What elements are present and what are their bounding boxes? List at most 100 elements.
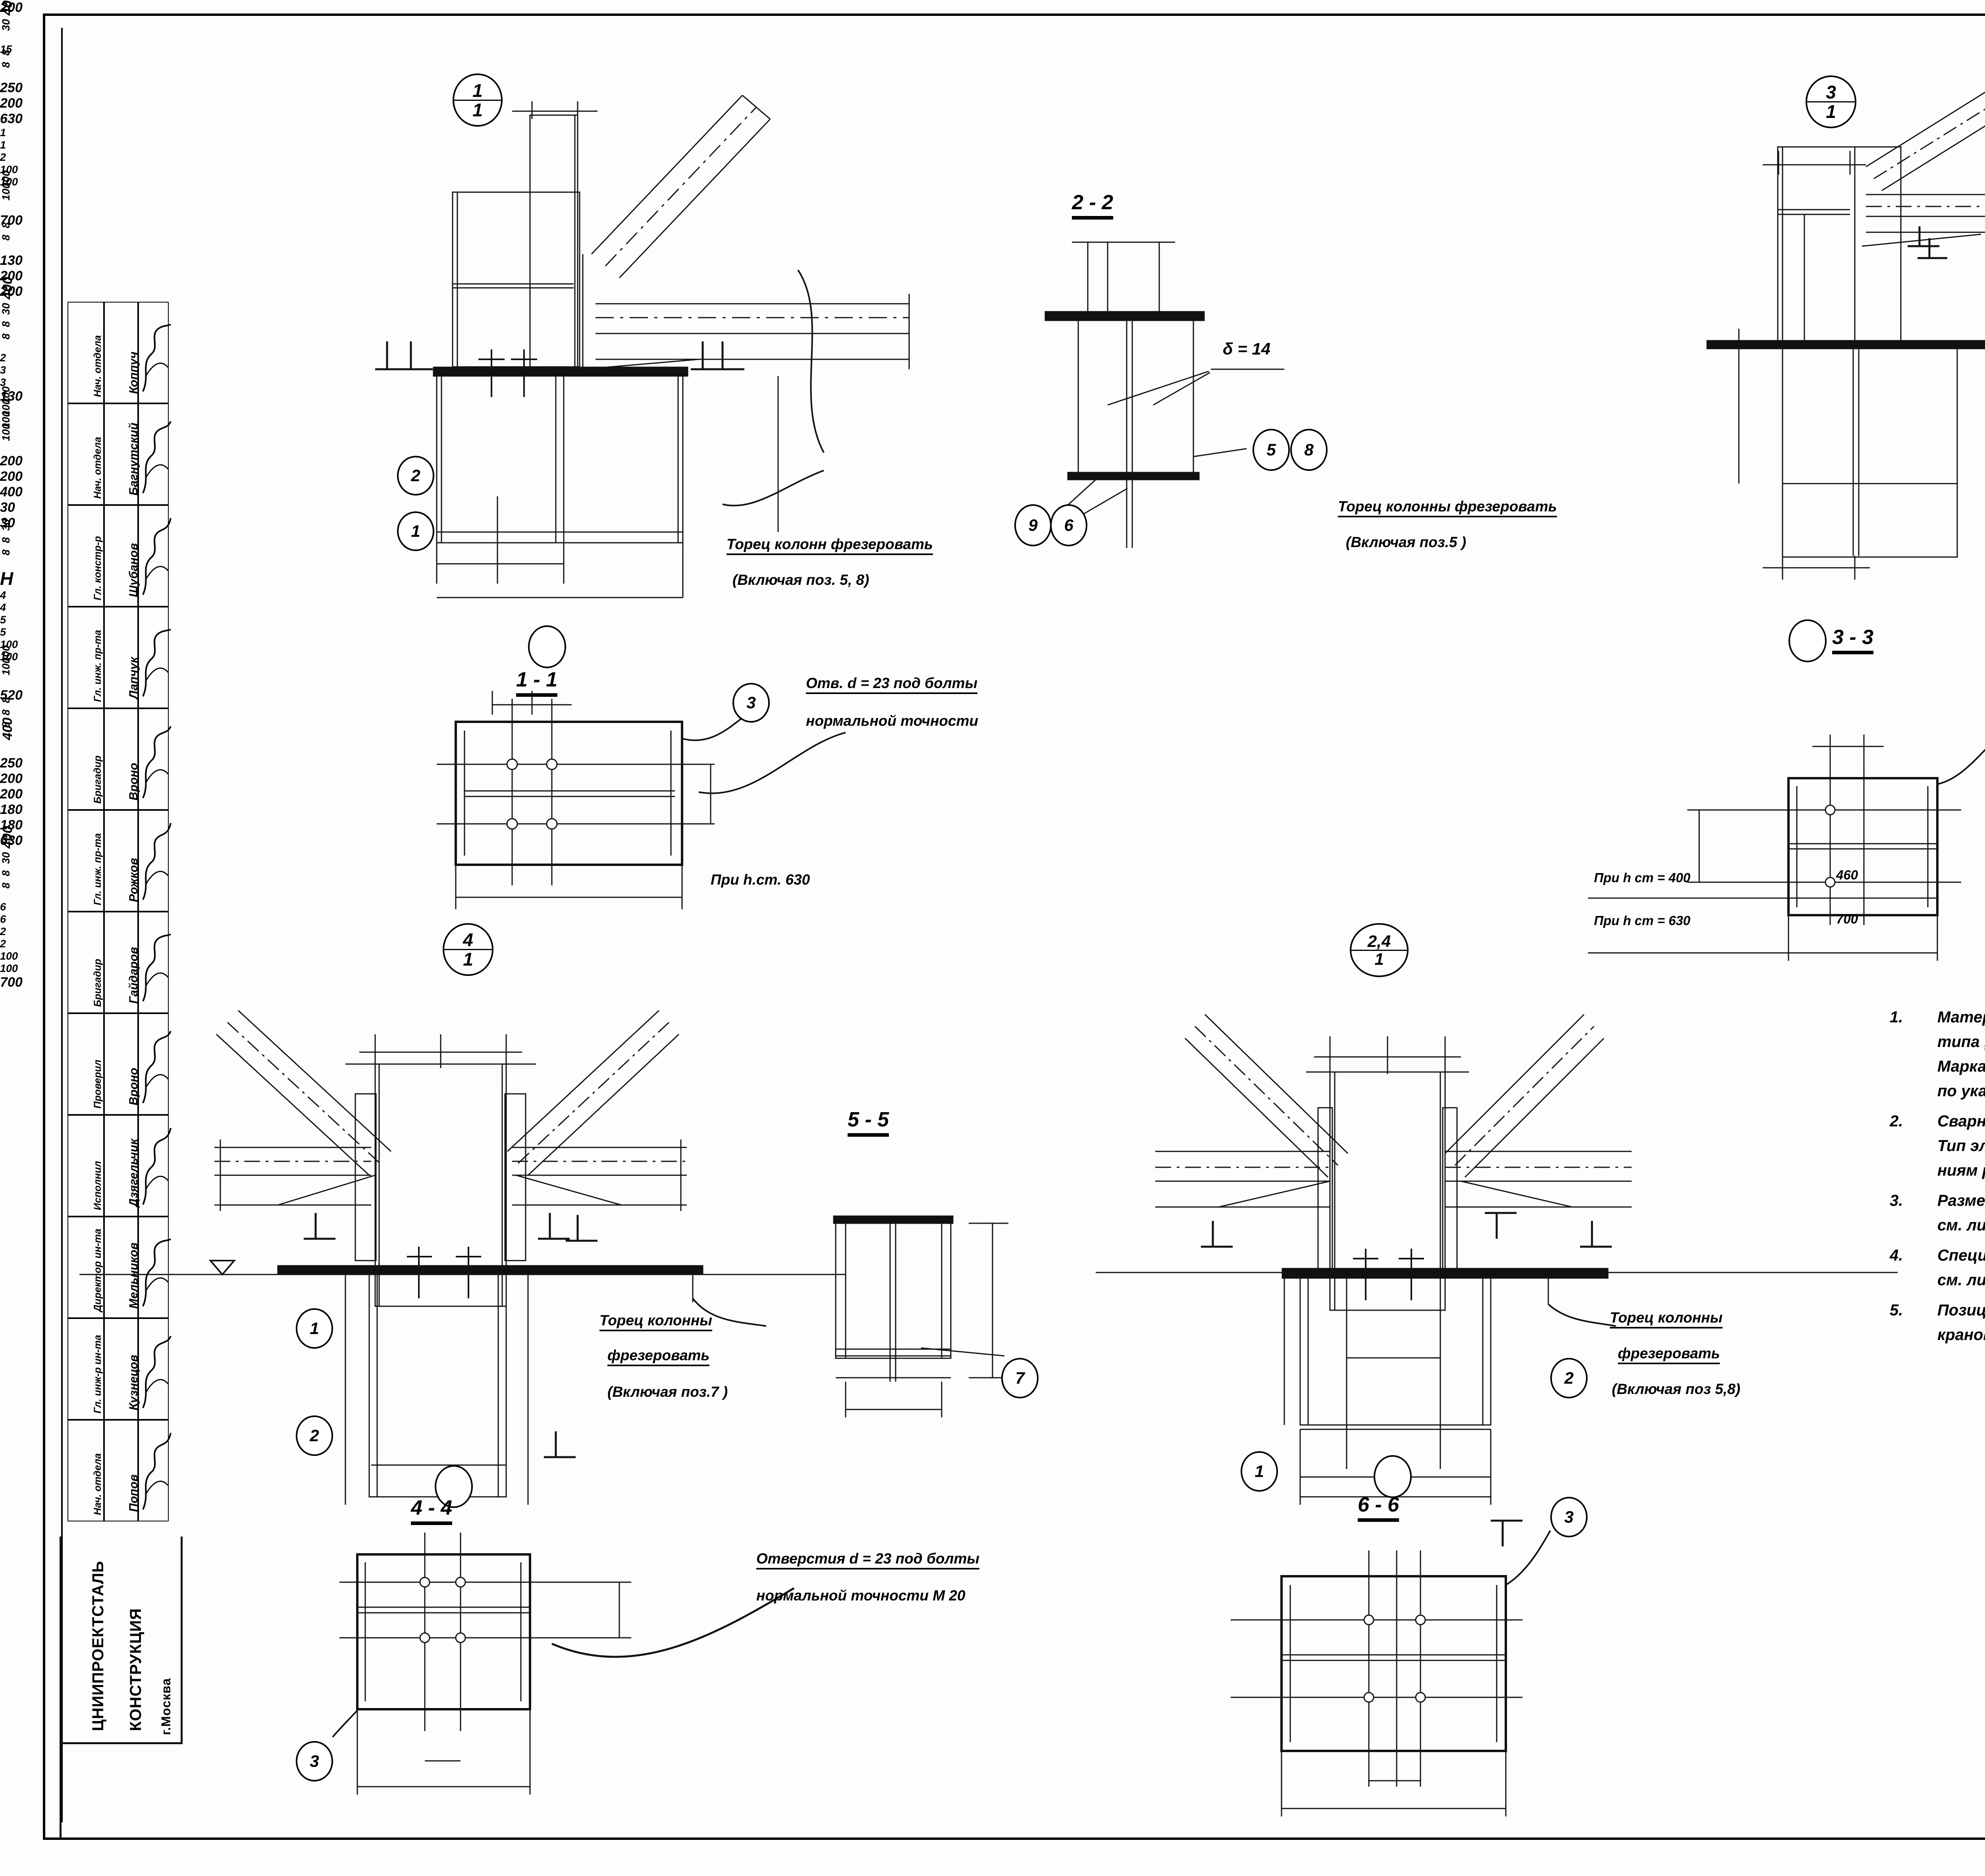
- dim-d1-w200: 200: [0, 96, 23, 111]
- s33-cond-row1: При h ст = 400: [1594, 870, 1690, 885]
- stamp-signature: [142, 1128, 172, 1205]
- bubble-bottom: 1: [1374, 949, 1384, 968]
- dim-s66-100a: 100: [0, 950, 18, 962]
- section-label-1-1: 1 - 1: [516, 668, 558, 697]
- mark-d24-2a: 2: [0, 925, 6, 937]
- stamp-cell: [138, 505, 169, 607]
- bubble-top: 1: [472, 80, 483, 101]
- section-bubble-1-1: [528, 625, 566, 668]
- note-number: 5.: [1890, 1301, 1903, 1319]
- stamp-cell: [138, 607, 169, 708]
- stamp-cell: [67, 1420, 104, 1521]
- mark-d3-2: 2: [0, 352, 6, 364]
- mill-note-1-line2: (Включая поз. 5, 8): [732, 572, 869, 588]
- note-number: 3.: [1890, 1192, 1903, 1209]
- stamp-cell: [104, 810, 138, 912]
- stamp-cell: [67, 607, 104, 708]
- note-line: Марка стали и условия ее поставки приним…: [1937, 1058, 1985, 1075]
- stamp-cell: [67, 1318, 104, 1420]
- stamp-cell: [104, 505, 138, 607]
- note-line: по указаниям раздела III пояснительной з…: [1937, 1082, 1985, 1100]
- mark-d1-1a: 1: [0, 127, 6, 139]
- dim-d24-w630: 630: [0, 833, 23, 848]
- note-number: 4.: [1890, 1247, 1903, 1264]
- detail-bubble-4: 4 1: [443, 923, 493, 976]
- holes-note-4-line1: Отверстия d = 23 под болты: [756, 1550, 980, 1569]
- s33-val-row2: 700: [1836, 912, 1858, 926]
- stamp-cell: [138, 302, 169, 403]
- dim-d24-l200: 200: [0, 771, 23, 786]
- mark-d4-4b: 4: [0, 602, 6, 613]
- dim-d24-r180: 180: [0, 817, 23, 833]
- dim-d4-r30: 30: [0, 515, 15, 530]
- stamp-signature: [142, 629, 172, 697]
- detail-bubble-1: 1 1: [453, 73, 503, 127]
- stamp-cell: [138, 403, 169, 505]
- mill-note-2-line2: (Включая поз.5 ): [1346, 534, 1467, 550]
- stamp-cell: [67, 1217, 104, 1318]
- detail-bubble-3: 3 1: [1806, 75, 1856, 128]
- stamp-cell: [67, 1013, 104, 1115]
- stamp-signature: [142, 1433, 172, 1510]
- note-line: Спецификации стали марок колонн: [1937, 1247, 1985, 1264]
- position-balloon-2-d1: 2: [397, 456, 434, 496]
- stamp-cell: [138, 810, 169, 912]
- stamp-cell: [104, 302, 138, 403]
- mark-d4-4a: 4: [0, 589, 6, 601]
- stamp-signature: [142, 1238, 172, 1307]
- bubble-top: 4: [463, 929, 473, 950]
- cond-s11: При h.ст. 630: [711, 871, 810, 888]
- section-bubble-6-6: [1374, 1455, 1412, 1498]
- dim-d4-w400: 400: [0, 484, 23, 499]
- position-balloon-5-s22: 5: [1253, 429, 1290, 471]
- stamp-cell: [67, 505, 104, 607]
- mark-d3-3b: 3: [0, 376, 6, 388]
- section-label-4-4: 4 - 4: [411, 1496, 453, 1525]
- mark-d24-6b: 6: [0, 913, 6, 925]
- note-line: Сварные швы h = 6 мм , кроме оговоренных…: [1937, 1112, 1985, 1130]
- stamp-signature: [142, 726, 172, 798]
- drawing-frame: [43, 13, 1985, 1840]
- dim-d3-bot200: 200: [0, 284, 23, 299]
- stamp-cell: [67, 810, 104, 912]
- position-balloon-6-s22: 6: [1050, 504, 1087, 546]
- stamp-signature: [142, 1336, 172, 1408]
- bubble-top: 3: [1826, 82, 1836, 102]
- position-balloon-1-d4: 1: [296, 1308, 333, 1349]
- stamp-cell: [138, 1013, 169, 1115]
- dim-s44-100a: 100: [0, 638, 18, 650]
- dim-d24-r200: 200: [0, 787, 23, 802]
- bubble-bottom: 1: [1826, 101, 1836, 122]
- note-line: крановых.: [1937, 1326, 1985, 1344]
- stamp-cell: [104, 912, 138, 1013]
- note-line: см. листы 11, 13.: [1937, 1217, 1985, 1234]
- stamp-cell: [67, 708, 104, 810]
- dim-s22-w130: 130: [0, 253, 23, 268]
- dim-s55-w250: 250: [0, 756, 23, 771]
- bubble-bottom: 1: [463, 949, 473, 970]
- delta-note-s22: δ = 14: [1223, 339, 1271, 358]
- note-line: см. листы 23 , 25.: [1937, 1271, 1985, 1289]
- dim-d4-r200: 200: [0, 469, 23, 484]
- bubble-bottom: 1: [472, 99, 483, 120]
- detail-bubble-24: 2,4 1: [1350, 923, 1409, 977]
- section-label-6-6: 6 - 6: [1358, 1493, 1399, 1522]
- mill-note-4-line3: (Включая поз.7 ): [607, 1384, 728, 1400]
- note-line: Тип электродов принимается по указа -: [1937, 1137, 1985, 1155]
- stamp-cell: [138, 912, 169, 1013]
- position-balloon-3-s11: 3: [732, 683, 770, 723]
- stamp-cell: [104, 1115, 138, 1217]
- holes-note-1-line2: нормальной точности: [806, 713, 979, 729]
- position-balloon-2-d4: 2: [296, 1415, 333, 1456]
- mill-note-1-line1: Торец колонн фрезеровать: [727, 536, 933, 555]
- stamp-signature: [142, 1031, 172, 1103]
- stamp-cell: [104, 1217, 138, 1318]
- mill-note-24-line1: Торец колонны: [1610, 1309, 1723, 1328]
